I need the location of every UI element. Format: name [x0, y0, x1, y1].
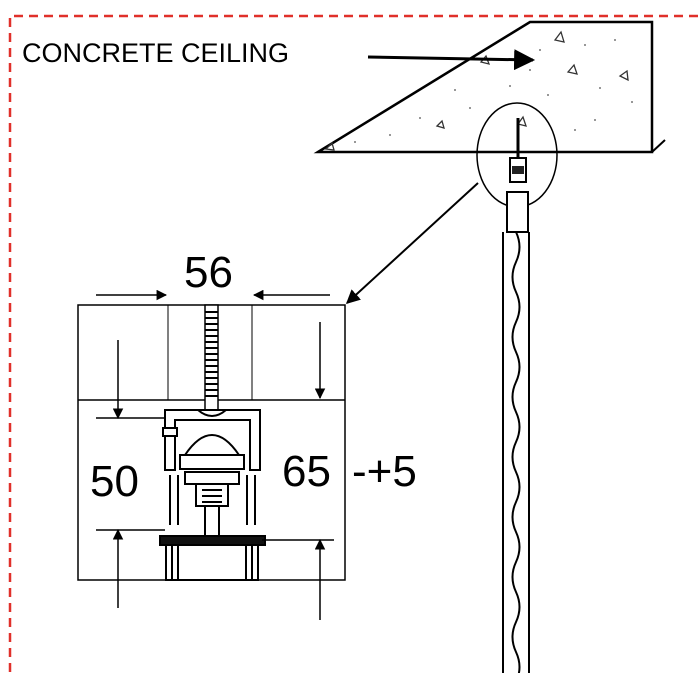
arrow-icon	[367, 49, 536, 71]
dimension-lines	[96, 289, 334, 620]
threaded-rod	[204, 304, 219, 414]
detail-leader-line	[345, 182, 479, 304]
track-profile-icon	[159, 409, 266, 581]
concrete-slab	[313, 20, 666, 154]
tolerance-label: -+5	[352, 447, 417, 496]
right-height-dimension-label: 65	[282, 447, 331, 496]
detail-enlargement	[77, 289, 346, 620]
anchor-rod-icon	[506, 118, 529, 233]
left-height-dimension-label: 50	[90, 457, 139, 506]
drawing-border	[8, 14, 699, 672]
width-dimension-label: 56	[184, 248, 233, 297]
curtain-wave-icon	[502, 231, 530, 673]
concrete-ceiling-label: CONCRETE CEILING	[22, 38, 289, 68]
concrete-speckle	[354, 39, 633, 143]
